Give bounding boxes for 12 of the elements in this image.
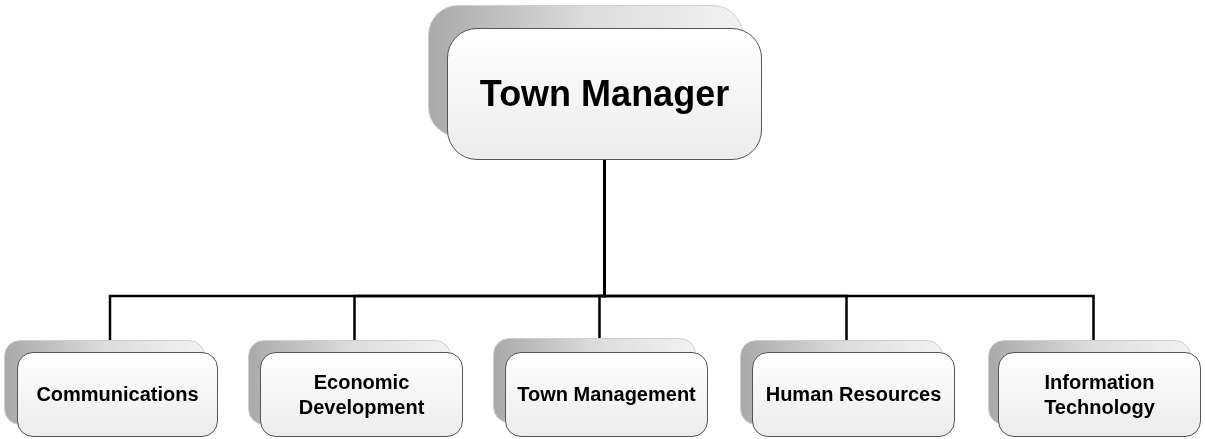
box-label: Human Resources xyxy=(764,382,943,407)
box-label: Communications xyxy=(35,382,200,407)
box-label: Economic Development xyxy=(297,369,426,420)
org-box xyxy=(260,352,463,437)
org-box xyxy=(505,352,708,437)
box-label: Information Technology xyxy=(1043,369,1156,420)
org-box xyxy=(447,28,762,160)
org-box xyxy=(17,352,218,437)
org-box xyxy=(752,352,955,437)
org-box xyxy=(998,352,1201,437)
box-label: Town Management xyxy=(516,382,697,407)
box-label: Town Manager xyxy=(478,73,731,115)
